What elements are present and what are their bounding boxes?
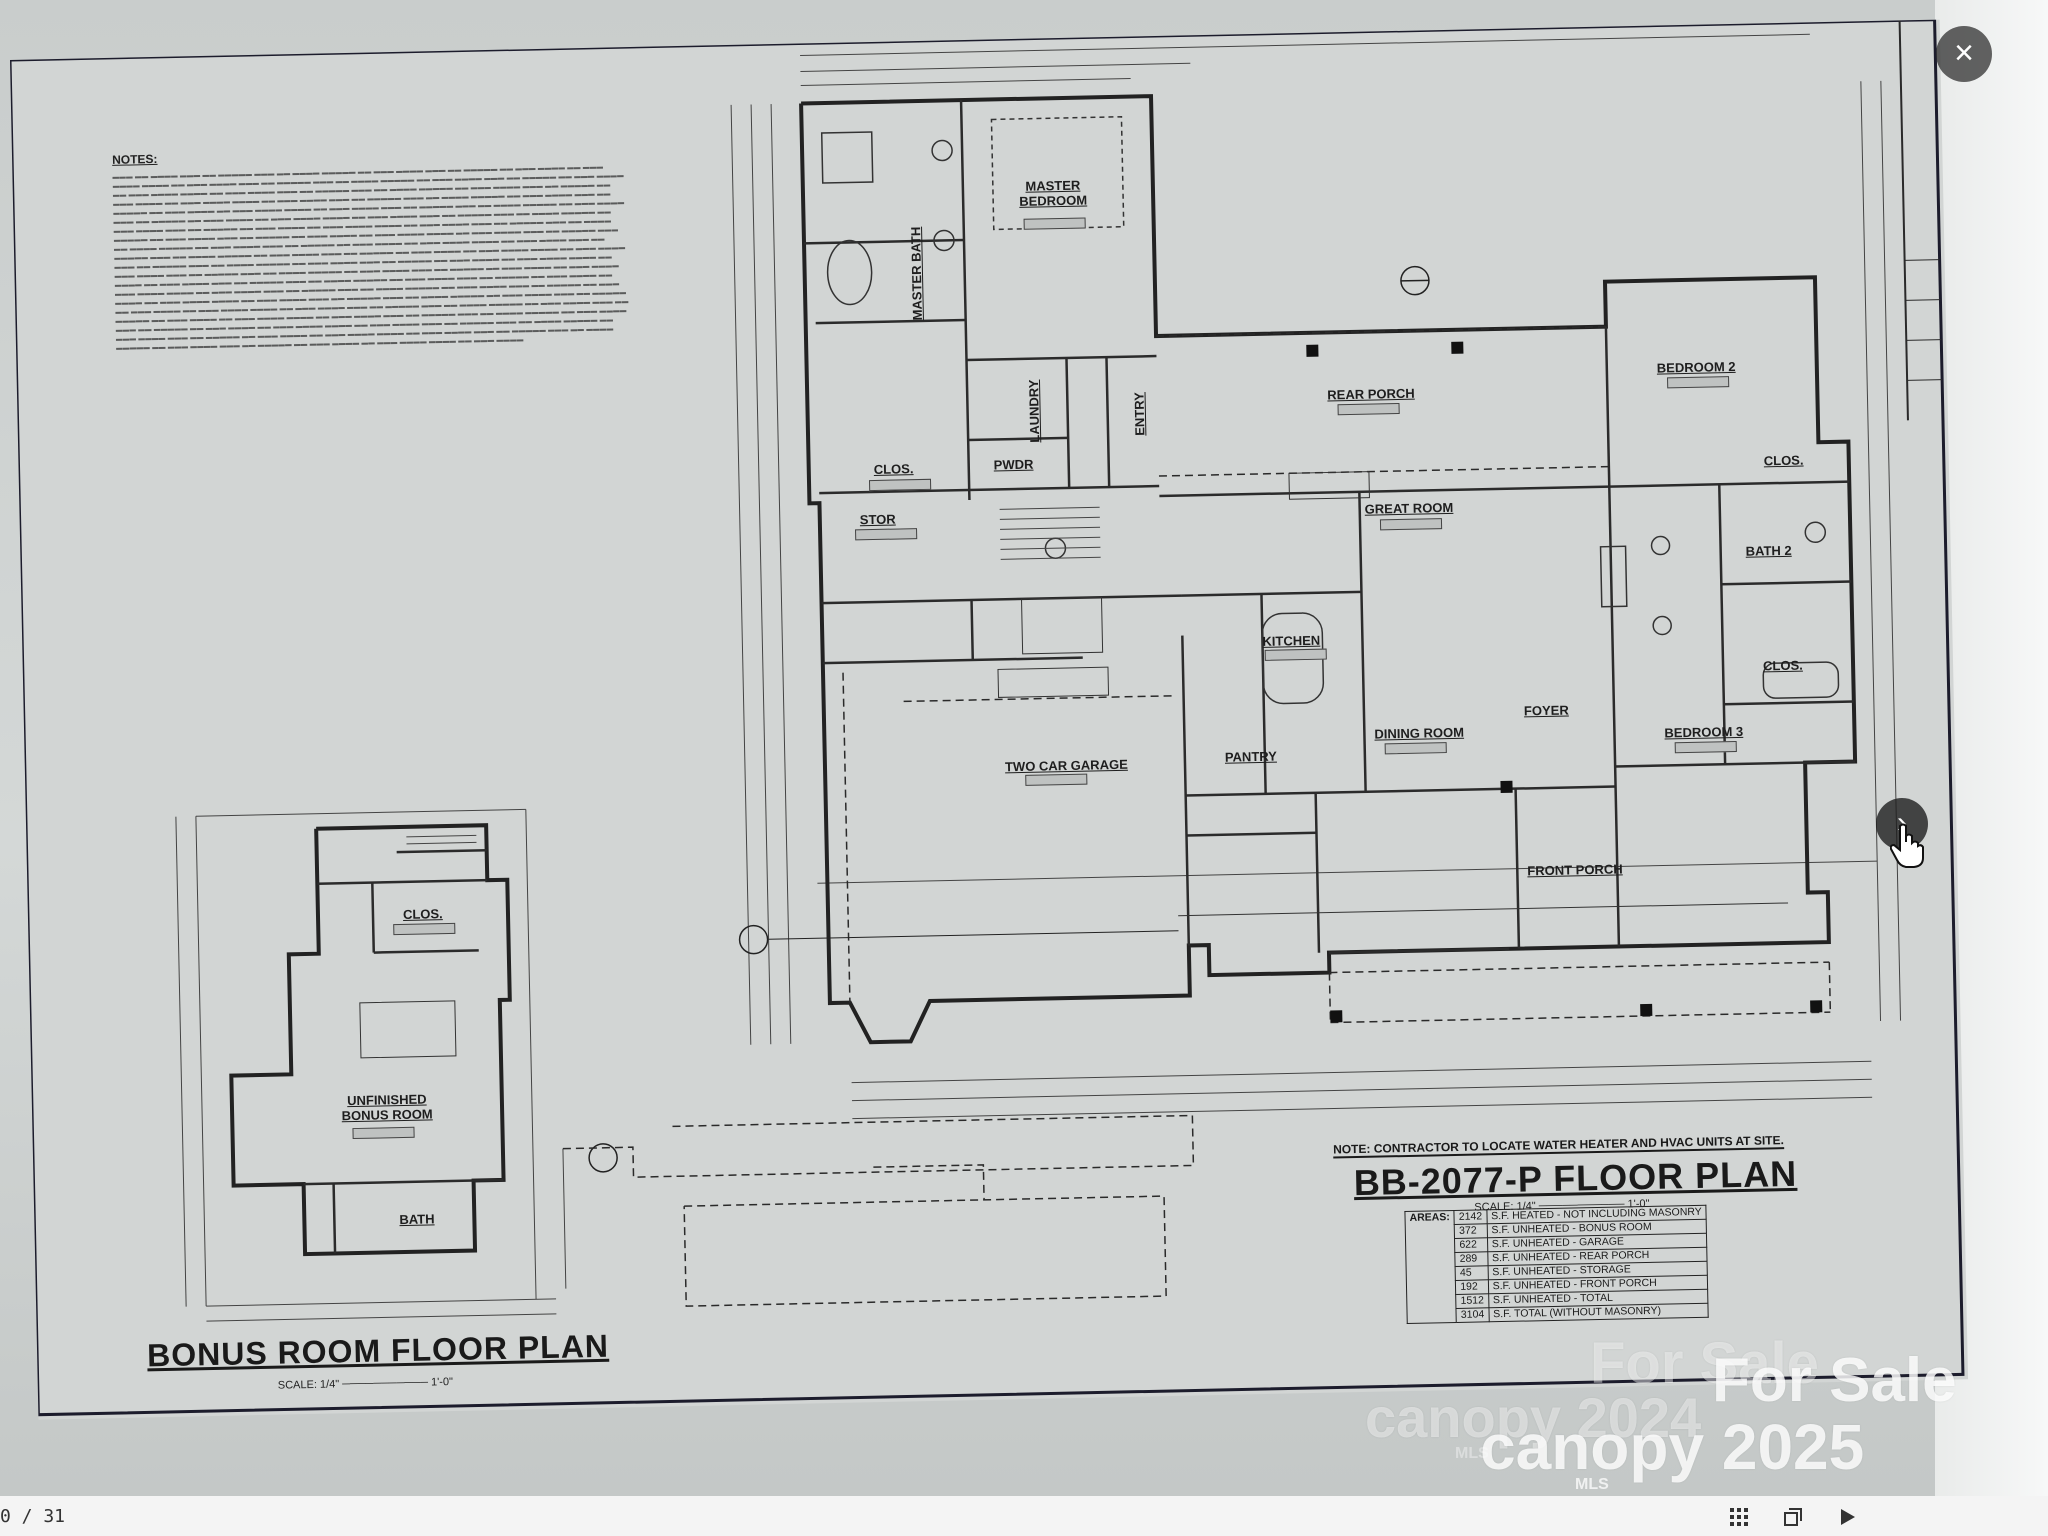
area-value: 45 xyxy=(1455,1265,1488,1281)
room-tag xyxy=(393,922,456,936)
room-label-rear-porch: REAR PORCH xyxy=(1327,385,1415,403)
floor-plan-sheet: NOTES: ▬▬▬ ▬▬ ▬▬▬▬ ▬▬▬ ▬▬ ▬▬▬▬▬ ▬▬▬ ▬▬ ▬… xyxy=(10,19,1969,1420)
room-tag xyxy=(868,478,932,492)
room-label-bath2: BATH 2 xyxy=(1745,542,1792,559)
fullscreen-icon[interactable] xyxy=(1782,1506,1804,1528)
room-label-closet-b2: CLOS. xyxy=(1763,452,1804,469)
play-slideshow-icon[interactable] xyxy=(1836,1506,1858,1528)
room-tag xyxy=(1023,217,1086,230)
room-tag xyxy=(352,1126,415,1140)
watermark-mls: MLS xyxy=(1575,1476,1609,1493)
areas-table: AREAS: 2142 S.F. HEATED - NOT INCLUDING … xyxy=(1404,1205,1709,1324)
room-label-great-room: GREAT ROOM xyxy=(1364,499,1454,517)
room-tag xyxy=(1025,773,1088,786)
area-value: 1512 xyxy=(1455,1293,1489,1309)
room-tag xyxy=(1379,518,1443,531)
grid-view-icon[interactable] xyxy=(1728,1506,1750,1528)
room-label-bedroom2: BEDROOM 2 xyxy=(1656,358,1736,376)
viewer-toolbar xyxy=(0,1496,2048,1536)
notes-body-illegible: ▬▬▬ ▬▬ ▬▬▬▬ ▬▬▬ ▬▬ ▬▬▬▬▬ ▬▬▬ ▬▬ ▬▬▬▬ ▬▬▬… xyxy=(112,163,629,352)
room-label-unfinished-bonus: UNFINISHED BONUS ROOM xyxy=(341,1091,433,1124)
room-label-foyer: FOYER xyxy=(1523,702,1569,719)
room-tag xyxy=(1667,376,1730,389)
room-label-two-car-garage: TWO CAR GARAGE xyxy=(1004,756,1128,775)
room-label-dining-room: DINING ROOM xyxy=(1374,724,1465,742)
room-tag xyxy=(855,528,918,541)
watermark-canopy: canopy 2025 xyxy=(1480,1411,1865,1483)
area-value: 289 xyxy=(1455,1251,1488,1267)
room-label-master-bedroom: MASTER BEDROOM xyxy=(1019,177,1088,209)
area-value: 372 xyxy=(1454,1223,1488,1239)
area-value: 622 xyxy=(1454,1237,1488,1253)
room-label-pantry: PANTRY xyxy=(1224,748,1278,765)
watermark-ghost-mls: MLS xyxy=(1455,1445,1489,1462)
room-label-stor: STOR xyxy=(859,511,896,528)
room-label-entry: ENTRY xyxy=(1131,391,1148,436)
area-value: 3104 xyxy=(1456,1307,1489,1323)
room-label-master-bath: MASTER BATH xyxy=(908,226,925,321)
close-icon: × xyxy=(1954,34,1974,72)
area-value: 192 xyxy=(1455,1279,1489,1295)
room-tag xyxy=(1384,742,1447,755)
room-tag xyxy=(1674,740,1737,754)
room-tag xyxy=(1264,648,1327,661)
room-label-laundry: LAUNDRY xyxy=(1025,379,1043,443)
room-label-bonus-closet: CLOS. xyxy=(402,906,443,922)
room-label-kitchen: KITCHEN xyxy=(1262,632,1321,649)
watermark-ghost-canopy: canopy 2024 xyxy=(1365,1386,1702,1449)
room-label-front-porch: FRONT PORCH xyxy=(1527,861,1623,879)
room-tag xyxy=(1337,402,1400,416)
watermark-ghost-for-sale: For Sale xyxy=(1590,1331,1819,1396)
room-label-bedroom3: BEDROOM 3 xyxy=(1664,723,1744,741)
areas-label: AREAS: xyxy=(1404,1210,1457,1324)
area-value: 2142 xyxy=(1454,1209,1487,1225)
room-label-closet-b3: CLOS. xyxy=(1762,657,1803,674)
room-label-master-closet: CLOS. xyxy=(873,461,914,477)
photo-counter: 0 / 31 xyxy=(0,1506,66,1527)
watermark-for-sale: For Sale xyxy=(1712,1346,1957,1415)
close-button[interactable]: × xyxy=(1936,26,1992,82)
room-label-pwdr: PWDR xyxy=(993,456,1034,473)
hand-cursor-icon xyxy=(1890,823,1924,868)
chevron-right-icon: › xyxy=(1897,806,1907,839)
notes-title: NOTES: xyxy=(111,151,158,167)
room-label-bonus-bath: BATH xyxy=(399,1211,435,1228)
